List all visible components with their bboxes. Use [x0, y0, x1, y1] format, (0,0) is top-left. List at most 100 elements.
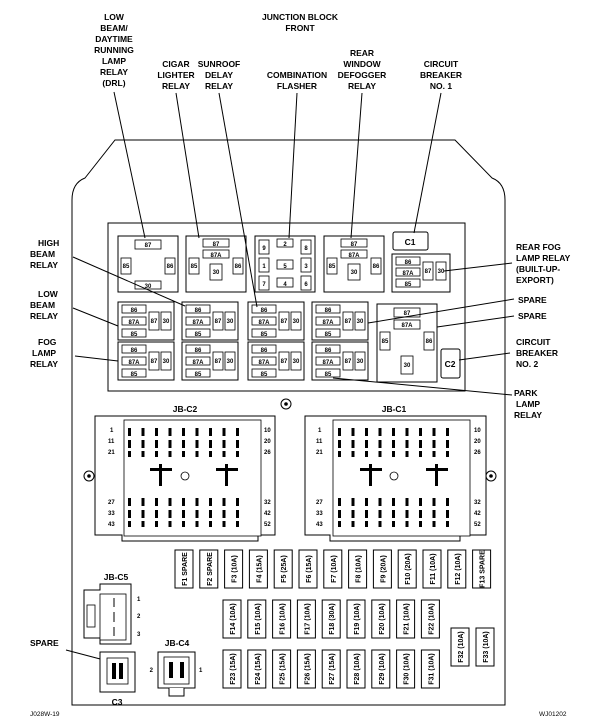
pin-slot — [365, 498, 368, 506]
relay-terminal-label: 87A — [258, 360, 270, 366]
callout-sunroof-delay-relay: SUNROOF DELAY RELAY — [198, 59, 241, 91]
pin-slot — [338, 498, 341, 506]
relay-terminal-label: 85 — [195, 372, 202, 378]
svg-text:1: 1 — [318, 428, 322, 434]
fuse: F29 (10A) — [371, 649, 391, 689]
svg-text:5: 5 — [283, 264, 287, 270]
fuse-label: F17 (10A) — [304, 603, 311, 635]
svg-text:C3: C3 — [112, 697, 123, 707]
svg-text:BREAKER: BREAKER — [516, 348, 558, 358]
svg-text:21: 21 — [108, 450, 115, 456]
svg-text:RELAY: RELAY — [30, 359, 58, 369]
fuse: F7 (10A) — [323, 549, 343, 589]
fuse: F10 (20A) — [397, 549, 417, 589]
svg-text:CIRCUIT: CIRCUIT — [516, 337, 551, 347]
pin-slot — [168, 440, 172, 448]
relay-terminal-label: 30 — [227, 319, 234, 325]
pin-slot — [405, 510, 409, 518]
pin-slot — [419, 510, 422, 518]
svg-text:FOG: FOG — [38, 337, 57, 347]
pin-slot — [155, 440, 158, 448]
pin-slot — [195, 428, 199, 436]
svg-text:6: 6 — [304, 282, 308, 288]
pin-slot — [209, 451, 212, 457]
pin-slot — [141, 428, 145, 436]
svg-text:RELAY: RELAY — [162, 81, 190, 91]
svg-text:RELAY: RELAY — [205, 81, 233, 91]
pin-slot — [168, 498, 172, 506]
fuse: F21 (10A) — [396, 599, 416, 639]
fuse: F6 (15A) — [298, 549, 318, 589]
relay-terminal-label: 87A — [322, 360, 334, 366]
relay-terminal-label: 87 — [151, 319, 158, 325]
svg-text:87: 87 — [351, 242, 358, 248]
pin-slot — [182, 451, 185, 457]
svg-text:1: 1 — [110, 428, 114, 434]
pin-slot — [222, 521, 226, 527]
svg-text:CIRCUIT: CIRCUIT — [424, 59, 459, 69]
pin-slot — [209, 440, 212, 448]
pin-slot — [195, 521, 199, 527]
pin-slot — [338, 510, 341, 518]
fuse: F18 (30A) — [321, 599, 341, 639]
relay-terminal-label: 86 — [131, 308, 138, 314]
pin-slot — [222, 498, 226, 506]
svg-text:43: 43 — [108, 522, 115, 528]
svg-text:BEAM: BEAM — [30, 249, 55, 259]
relay-terminal-label: 85 — [131, 372, 138, 378]
spare-c3-label: SPARE — [30, 638, 59, 648]
fuse: F16 (10A) — [272, 599, 292, 639]
fuse: F28 (10A) — [346, 649, 366, 689]
pin-slot — [405, 440, 409, 448]
pin-slot — [155, 510, 158, 518]
relay-terminal-label: 87A — [192, 320, 204, 326]
pin-slot — [392, 510, 395, 518]
callout-spare-2: SPARE — [518, 311, 547, 321]
svg-text:1: 1 — [199, 668, 203, 674]
relay-terminal-label: 87 — [281, 359, 288, 365]
fuse: F17 (10A) — [296, 599, 316, 639]
svg-text:REAR FOG: REAR FOG — [516, 242, 561, 252]
pin-slot — [446, 498, 449, 506]
relay-terminal-label: 87A — [322, 320, 334, 326]
relay-terminal-label: 87A — [128, 360, 140, 366]
pin-slot — [222, 440, 226, 448]
svg-text:2: 2 — [150, 668, 154, 674]
relay-terminal-label: 30 — [163, 319, 170, 325]
pin-slot — [168, 428, 172, 436]
pin-slot — [432, 451, 436, 457]
fuse-label: F18 (30A) — [329, 603, 336, 635]
callout-low-beam-relay: LOW BEAM RELAY — [30, 289, 59, 321]
fuse-label: F12 (10A) — [455, 553, 462, 585]
fuse-label: F10 (20A) — [405, 553, 412, 585]
svg-text:LOW: LOW — [38, 289, 59, 299]
svg-text:DEFOGGER: DEFOGGER — [338, 70, 387, 80]
svg-text:PARK: PARK — [514, 388, 538, 398]
relay-terminal-label: 86 — [195, 348, 202, 354]
pin-slot — [446, 521, 449, 527]
pin-slot — [222, 451, 226, 457]
pin-slot — [168, 521, 172, 527]
relay-terminal-label: 87 — [215, 319, 222, 325]
pin-slot — [378, 521, 382, 527]
pin-slot — [128, 521, 131, 527]
pin-slot — [128, 451, 131, 457]
svg-text:20: 20 — [474, 439, 481, 445]
svg-text:JB-C5: JB-C5 — [104, 572, 129, 582]
svg-text:1: 1 — [262, 264, 266, 270]
relay-terminal-label: 30 — [293, 319, 300, 325]
pin-slot — [128, 440, 131, 448]
pin-slot — [419, 521, 422, 527]
fuse-label: F33 (10A) — [483, 631, 490, 663]
svg-text:87: 87 — [213, 242, 220, 248]
pin-slot — [392, 498, 395, 506]
svg-text:9: 9 — [262, 246, 266, 252]
fuse: F22 (10A) — [420, 599, 440, 639]
pin-slot — [405, 451, 409, 457]
svg-text:7: 7 — [262, 282, 266, 288]
pin-slot — [195, 451, 199, 457]
pin-slot — [432, 440, 436, 448]
